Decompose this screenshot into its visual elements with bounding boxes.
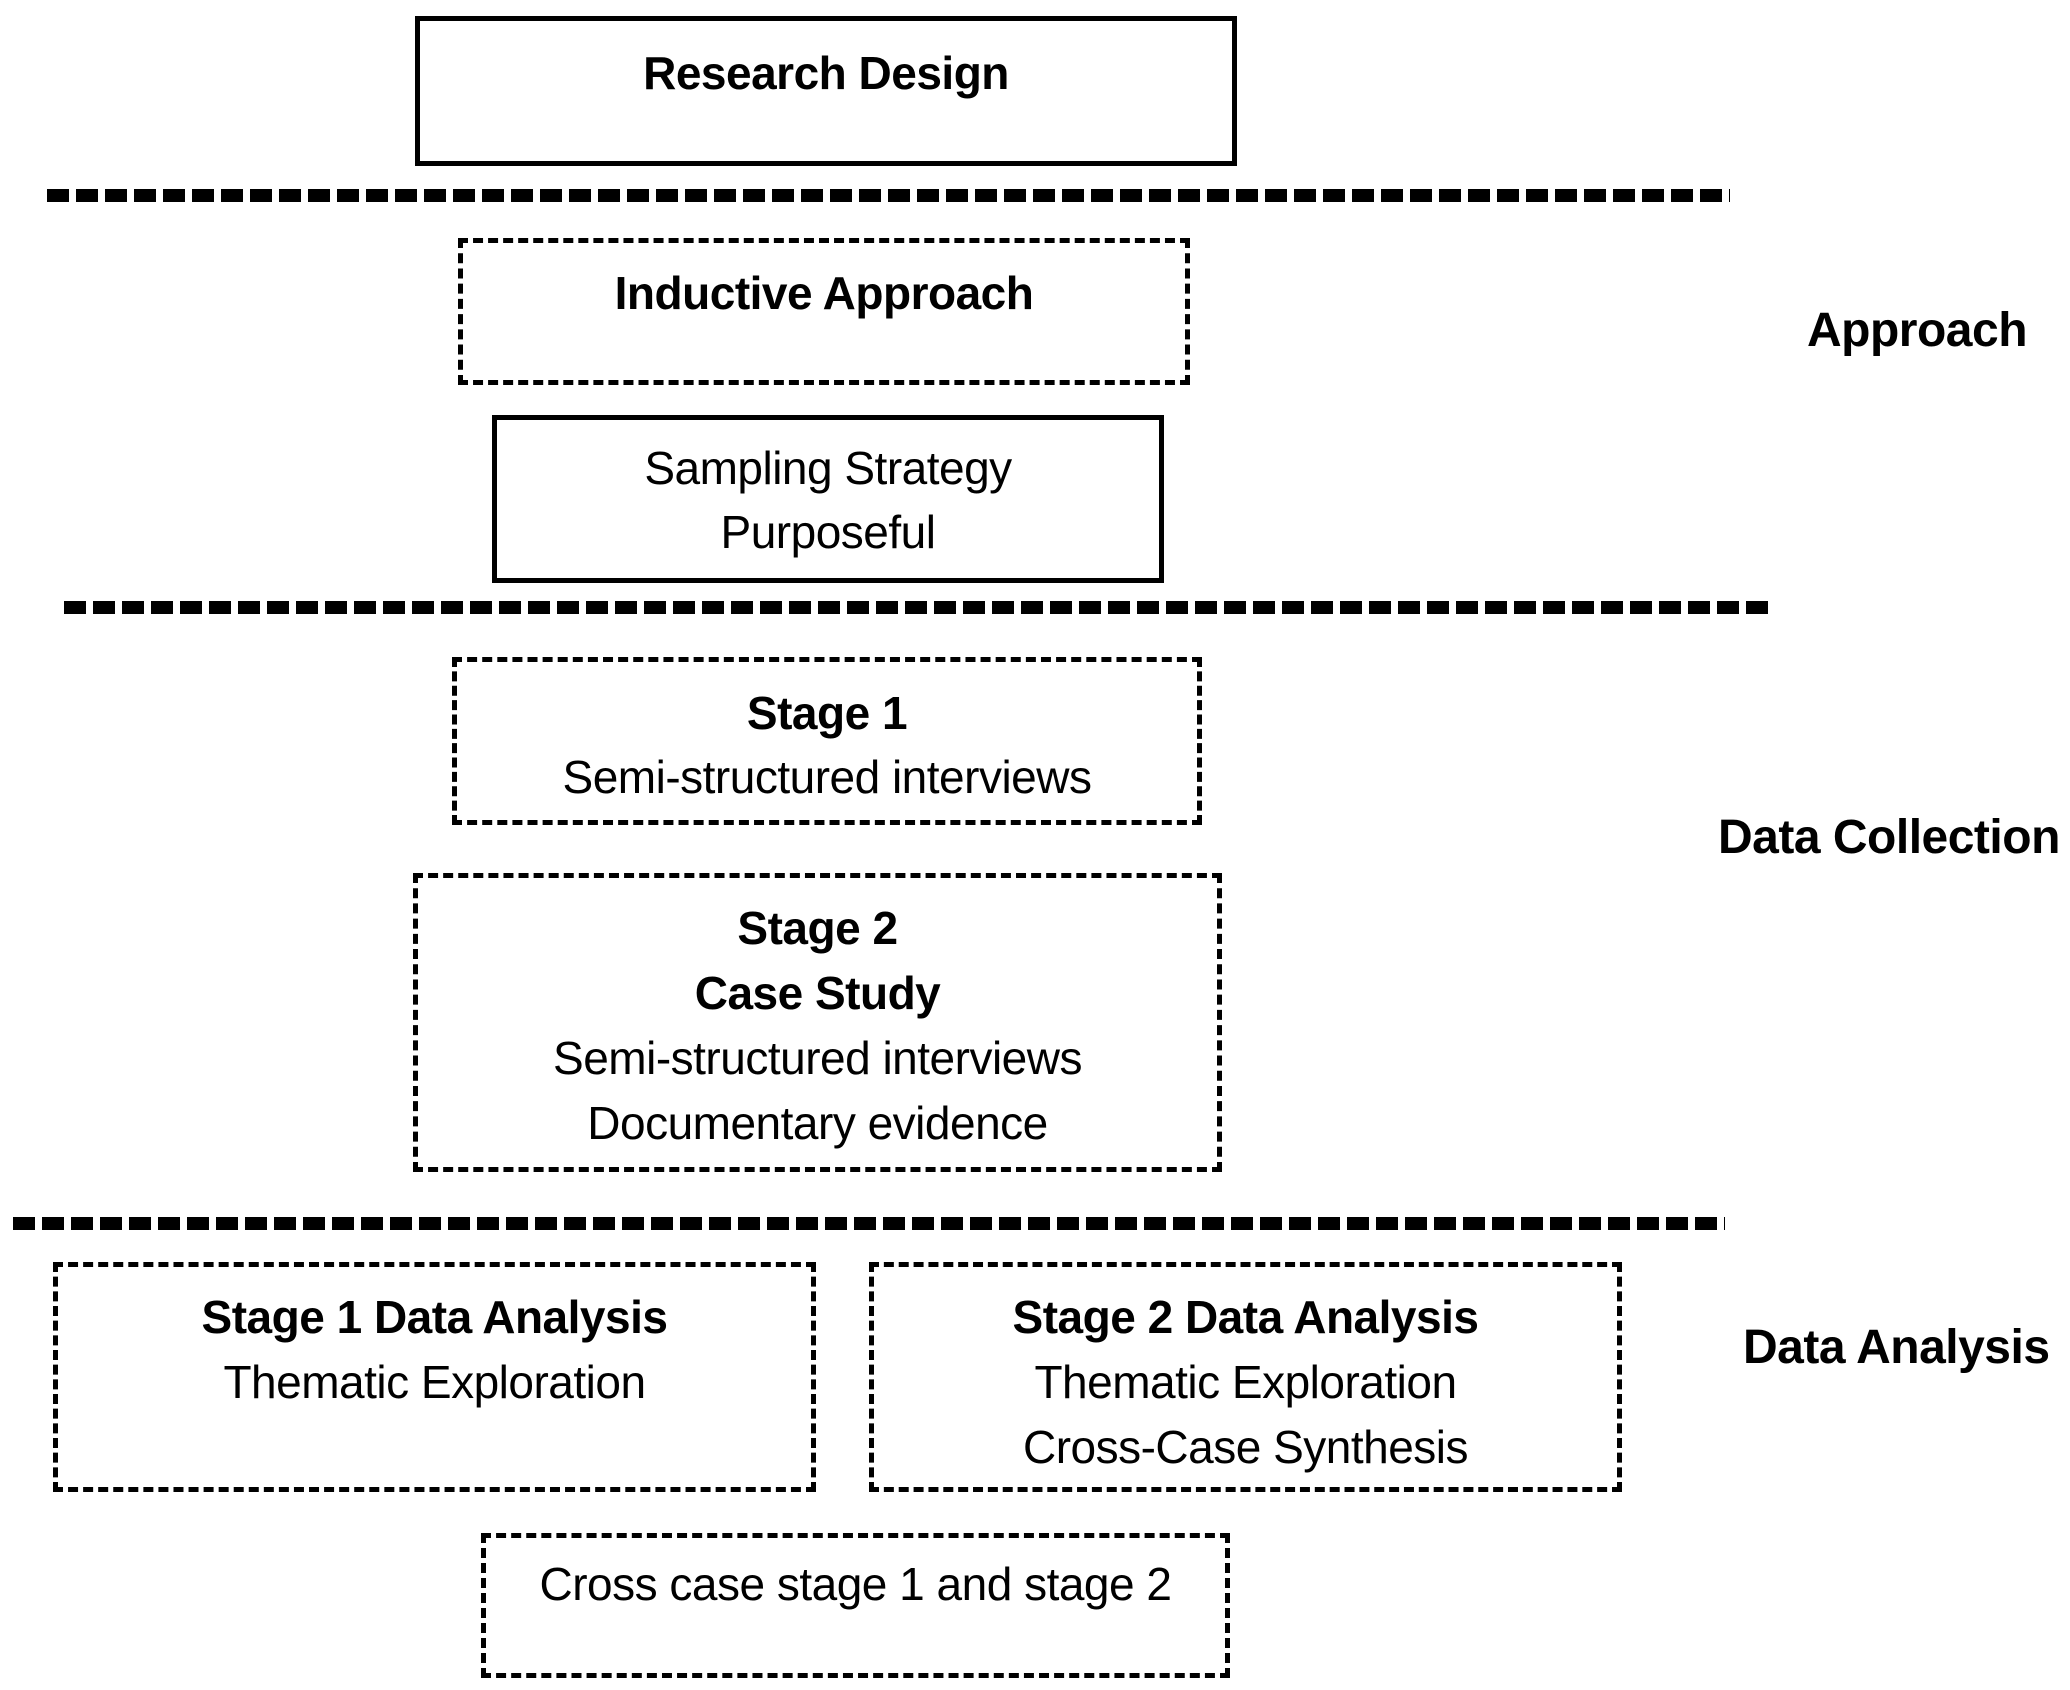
stage1-data-analysis-box: Stage 1 Data Analysis Thematic Explorati… (53, 1262, 816, 1492)
section-divider-data-analysis (13, 1217, 1725, 1230)
stage2-subtitle: Case Study (694, 967, 941, 1019)
cross-case-title: Cross case stage 1 and stage 2 (539, 1558, 1172, 1610)
stage1-title: Stage 1 (746, 687, 908, 739)
stage2-data-analysis-title: Stage 2 Data Analysis (1012, 1291, 1479, 1343)
stage1-method-line: Semi-structured interviews (562, 751, 1092, 803)
research-design-box: Research Design (415, 16, 1237, 166)
approach-section-label: Approach (1807, 304, 2028, 357)
inductive-approach-title: Inductive Approach (614, 267, 1034, 319)
research-design-title: Research Design (643, 47, 1009, 99)
sampling-strategy-box: Sampling Strategy Purposeful (492, 415, 1164, 583)
stage2-analysis-method-line-2: Cross-Case Synthesis (1022, 1421, 1469, 1473)
section-divider-approach (47, 189, 1730, 202)
stage2-data-analysis-box: Stage 2 Data Analysis Thematic Explorati… (869, 1262, 1622, 1492)
sampling-strategy-line: Sampling Strategy (644, 442, 1012, 494)
purposeful-line: Purposeful (720, 506, 936, 558)
stage2-title: Stage 2 (737, 902, 898, 954)
section-divider-data-collection (64, 601, 1770, 614)
stage2-box: Stage 2 Case Study Semi-structured inter… (413, 873, 1222, 1172)
data-collection-section-label: Data Collection (1718, 811, 2060, 864)
stage2-method-line-2: Documentary evidence (587, 1097, 1048, 1149)
cross-case-box: Cross case stage 1 and stage 2 (481, 1533, 1230, 1678)
stage1-box: Stage 1 Semi-structured interviews (452, 657, 1202, 825)
stage1-data-analysis-title: Stage 1 Data Analysis (201, 1291, 668, 1343)
stage2-analysis-method-line-1: Thematic Exploration (1034, 1356, 1457, 1408)
data-analysis-section-label: Data Analysis (1743, 1321, 2050, 1374)
inductive-approach-box: Inductive Approach (458, 238, 1190, 385)
stage2-method-line-1: Semi-structured interviews (553, 1032, 1082, 1084)
stage1-analysis-method-line: Thematic Exploration (223, 1356, 646, 1408)
